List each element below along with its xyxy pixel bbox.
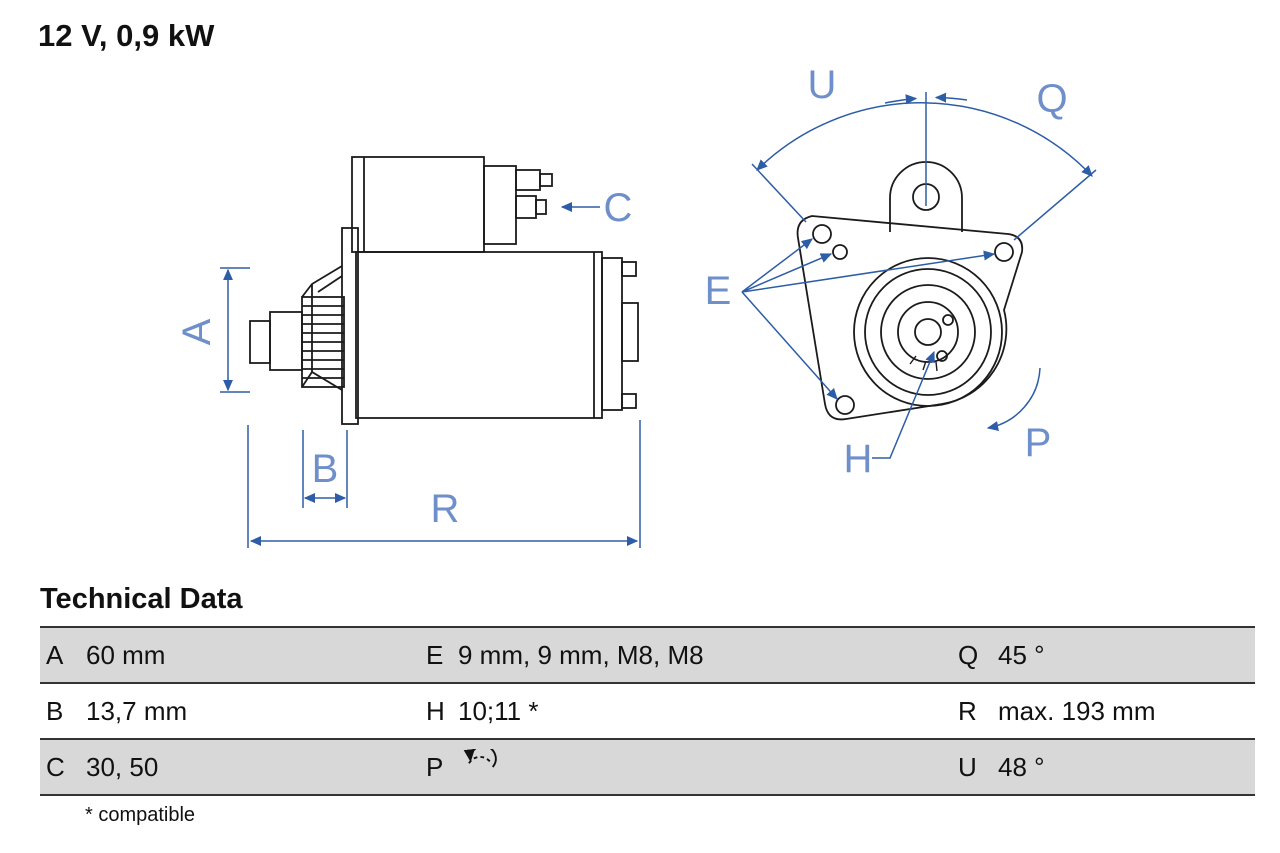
motor-terminal-block [621, 302, 639, 362]
technical-data-heading: Technical Data [40, 583, 243, 615]
spec-value: 60 mm [86, 639, 166, 670]
dimension-label-U: U [808, 63, 837, 107]
table-row: C 30, 50 P U 48 ° [40, 740, 1255, 796]
spec-key: E [426, 639, 444, 670]
mounting-hole-1 [812, 224, 832, 244]
spec-key: P [426, 751, 444, 782]
dimension-label-H: H [844, 437, 873, 481]
dimension-label-B: B [312, 447, 339, 491]
spec-key: H [426, 695, 445, 726]
solenoid-terminal-lower [515, 195, 537, 219]
ccw-rotation-arrow-icon [463, 749, 497, 768]
mounting-hole-4 [835, 395, 855, 415]
spec-value: max. 193 mm [998, 695, 1156, 726]
starter-motor-technical-drawing: A B C R [175, 63, 1097, 548]
dimension-label-R: R [431, 487, 460, 531]
dimension-label-Q: Q [1036, 77, 1067, 121]
spec-value: 30, 50 [86, 751, 159, 782]
front-view-dimension-labels: U Q E H P [705, 63, 1068, 481]
motor-body [355, 251, 603, 419]
table-row: A 60 mm E 9 mm, 9 mm, M8, M8 Q 45 ° [40, 628, 1255, 684]
spec-value [456, 749, 952, 785]
dimension-label-P: P [1025, 421, 1052, 465]
solenoid-cap [483, 165, 517, 245]
solenoid-terminal-upper [515, 169, 541, 191]
technical-data-table: A 60 mm E 9 mm, 9 mm, M8, M8 Q 45 ° B 13… [40, 626, 1255, 796]
spec-value: 9 mm, 9 mm, M8, M8 [458, 639, 704, 670]
dimension-label-A: A [175, 318, 219, 345]
spec-value: 10;11 * [458, 695, 539, 726]
shaft-hole [914, 318, 942, 346]
drive-collar [269, 311, 303, 371]
spec-value: 45 ° [998, 639, 1045, 670]
side-view-dimension-labels: A B C R [175, 186, 632, 531]
drive-housing-outer [853, 257, 1003, 407]
side-view-dimensions [220, 201, 641, 548]
spec-key: Q [958, 639, 979, 670]
front-view-drawing [796, 161, 1024, 421]
footnote: * compatible [85, 804, 196, 826]
spec-key: B [46, 695, 64, 726]
front-view-dimensions [741, 92, 1097, 459]
dimension-label-E: E [705, 269, 732, 313]
side-view-drawing [249, 156, 639, 425]
mounting-flange [341, 227, 359, 425]
mounting-hole-2 [832, 244, 848, 260]
spec-key: R [958, 695, 977, 726]
mounting-hole-3 [994, 242, 1014, 262]
table-row: B 13,7 mm H 10;11 * R max. 193 mm [40, 684, 1255, 740]
spec-key: A [46, 639, 64, 670]
spec-value: 13,7 mm [86, 695, 188, 726]
shaft-end [249, 320, 271, 364]
spec-value: 48 ° [998, 751, 1045, 782]
technical-data-section: Technical Data A 60 mm E 9 mm, 9 mm, M8,… [40, 583, 1255, 827]
spec-key: C [46, 751, 65, 782]
page-title: 12 V, 0,9 kW [38, 18, 215, 53]
spec-key: U [958, 751, 977, 782]
dimension-label-C: C [604, 186, 633, 230]
solenoid-body [351, 156, 485, 253]
motor-end-cap [601, 257, 623, 411]
